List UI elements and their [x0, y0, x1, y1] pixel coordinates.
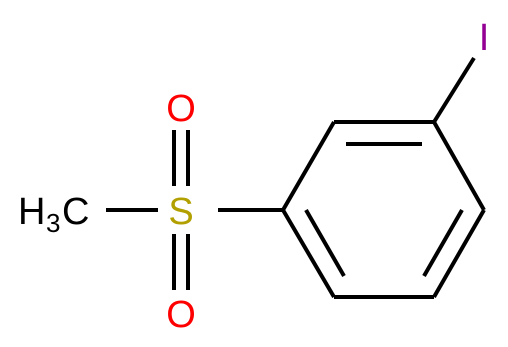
ring-bond-c4-c5: [432, 209, 486, 298]
atom-sulfur-label: S: [168, 191, 193, 233]
methyl-subscript-label: 3: [46, 208, 60, 238]
methyl-group-label: H 3 C: [18, 191, 89, 238]
atom-iodine-label: I: [479, 17, 490, 59]
atom-oxygen-top-label: O: [166, 88, 196, 130]
ring-inner-bond-left: [304, 209, 346, 277]
methyl-c-label: C: [62, 191, 89, 233]
ring-bond-c3-c4: [432, 121, 486, 211]
methyl-h-label: H: [18, 191, 45, 233]
bond-c-iodine: [432, 56, 476, 124]
ring-inner-bond-right: [422, 209, 464, 277]
atom-oxygen-bottom-label: O: [166, 294, 196, 336]
ring-bond-c1-c2: [281, 120, 336, 212]
ring-bond-c6-c1: [281, 208, 336, 299]
